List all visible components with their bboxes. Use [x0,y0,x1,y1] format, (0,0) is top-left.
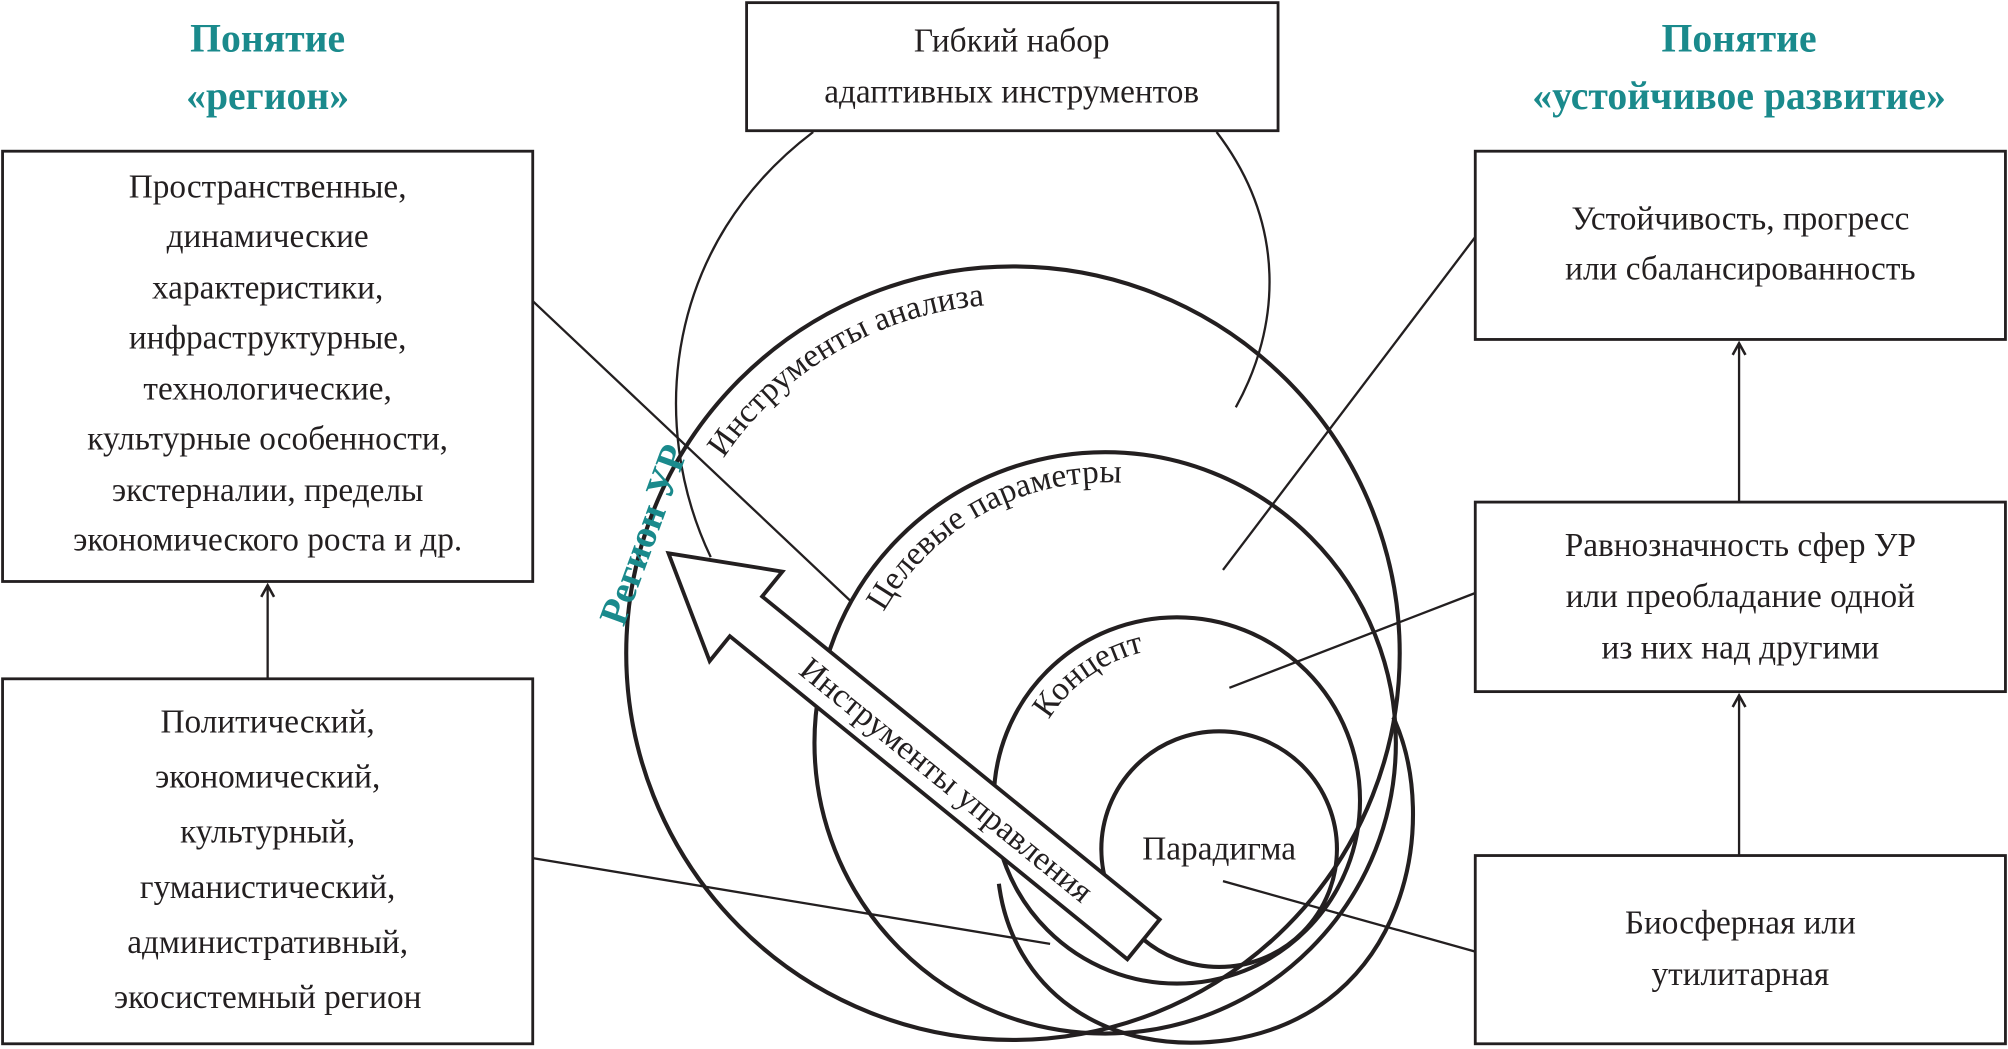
box-line: динамические [167,218,369,255]
sustainability-box: Устойчивость, прогресс или сбалансирован… [1473,149,2007,341]
box-line: культурные особенности, [87,421,448,458]
connector-right-top [1222,236,1477,571]
paradigm-circle [1099,729,1340,970]
connector-right-bottom [1222,880,1476,953]
box-line: адаптивных инструментов [824,74,1199,111]
adaptive-arc-right [1215,131,1271,408]
left-title: «регион» [186,74,349,118]
box-line: Гибкий набор [914,22,1110,59]
box-line: административный, [127,924,408,961]
box-line: Устойчивость, прогресс [1571,200,1909,237]
box-line: Политический, [161,704,375,741]
adaptive-arc-left [674,131,814,558]
region-circle [624,264,1402,1042]
region-label: Регион УР [591,439,697,631]
extra-arc [996,716,1416,1045]
target-params-circle [812,450,1398,1036]
box-line: Биосферная или [1625,905,1856,942]
connector-right-middle [1228,591,1476,689]
spheres-equivalence-box: Равнозначность сфер УР или преобладание … [1473,500,2007,694]
biosphere-box: Биосферная или утилитарная [1473,854,2007,1046]
box-line: культурный, [180,814,355,851]
box-line: экстерналии, пределы [112,472,424,509]
box-line: из них над другими [1601,629,1879,666]
box-line: инфраструктурные, [129,319,407,356]
box-line: экосистемный регион [114,979,422,1016]
connector-left-top [531,300,853,603]
box-line: экономического роста и др. [73,522,462,559]
box-line: или преобладание одной [1566,578,1915,615]
adaptive-tools-box: Гибкий набор адаптивных инструментов [745,1,1280,133]
connector-left-bottom [532,856,1051,946]
right-title: Понятие [1662,16,1817,60]
box-line: гуманистический, [140,869,395,906]
box-line: характеристики, [152,269,383,306]
box-line: Пространственные, [129,168,407,205]
right-title: «устойчивое развитие» [1532,74,1946,118]
box-line: экономический, [155,759,380,796]
box-line: утилитарная [1652,956,1830,993]
region-types-box: Политический, экономический, культурный,… [1,677,535,1046]
left-title: Понятие [190,16,345,60]
paradigm-label: Парадигма [1142,830,1296,867]
box-line: или сбалансированность [1565,250,1915,287]
box-line: Равнозначность сфер УР [1565,527,1916,564]
region-characteristics-box: Пространственные, динамические характери… [1,149,535,583]
box-line: технологические, [143,371,391,408]
